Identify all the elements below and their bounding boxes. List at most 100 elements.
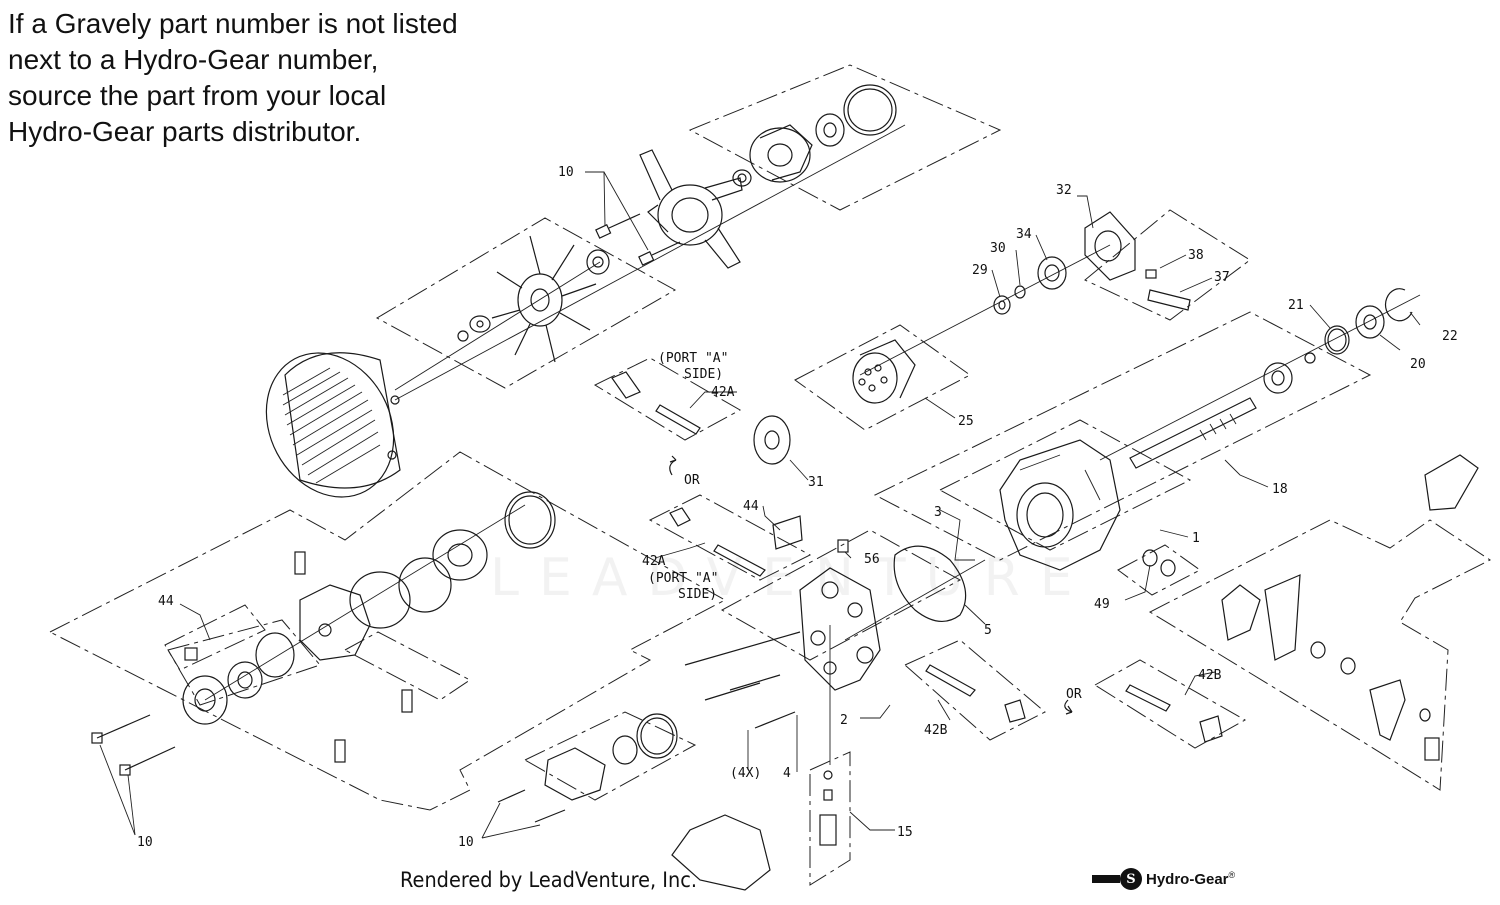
note-line-4: Hydro-Gear parts distributor. bbox=[8, 116, 362, 147]
bearing-34 bbox=[1037, 256, 1067, 290]
logo-name: Hydro-Gear® bbox=[1146, 870, 1235, 888]
seal-29 bbox=[993, 295, 1011, 315]
callout-22: 22 bbox=[1442, 329, 1458, 344]
retaining-ring-22 bbox=[1384, 288, 1413, 322]
sourcing-note: If a Gravely part number is not listed n… bbox=[8, 6, 528, 150]
group-outline-49 bbox=[1117, 544, 1201, 596]
top-small-bearing bbox=[732, 169, 752, 187]
callout-10-left: 10 bbox=[137, 835, 153, 850]
center-section-block bbox=[799, 567, 881, 691]
callout-42a-mid: 42A bbox=[642, 554, 666, 569]
callout-21: 21 bbox=[1288, 298, 1304, 313]
mount-bracket-top bbox=[639, 149, 743, 269]
callout-31: 31 bbox=[808, 475, 824, 490]
logo-seal-icon: S bbox=[1120, 868, 1142, 890]
seal-21 bbox=[1324, 325, 1350, 355]
group-outline-32 bbox=[1084, 209, 1251, 321]
group-outline-15 bbox=[809, 751, 851, 886]
pump-plate-left bbox=[432, 529, 488, 581]
logo-name-text: Hydro-Gear bbox=[1146, 871, 1229, 888]
fittings-left bbox=[184, 551, 413, 763]
mount-bracket-bottom bbox=[671, 814, 771, 891]
group-outline-25 bbox=[794, 324, 971, 431]
callout-30: 30 bbox=[990, 241, 1006, 256]
bottom-cover bbox=[544, 713, 678, 801]
pump-gaskets-left bbox=[349, 491, 556, 629]
callout-42a-top: 42A bbox=[711, 385, 735, 400]
bolt-10-bottom bbox=[497, 789, 566, 823]
axis-line-axle bbox=[1099, 294, 1421, 461]
control-arm-right bbox=[1221, 574, 1440, 761]
or-arrow-right bbox=[1064, 699, 1073, 715]
top-bearing-hub bbox=[749, 124, 813, 183]
callout-20: 20 bbox=[1410, 357, 1426, 372]
callout-29: 29 bbox=[972, 263, 988, 278]
group-outline-42a-top bbox=[593, 357, 742, 441]
callout-5: 5 bbox=[984, 623, 992, 638]
note-line-3: source the part from your local bbox=[8, 80, 387, 111]
bearing-20 bbox=[1355, 305, 1385, 339]
end-cap-32 bbox=[1084, 211, 1136, 281]
callout-10-bottom: 10 bbox=[458, 835, 474, 850]
ring-30 bbox=[1014, 285, 1026, 299]
callout-32: 32 bbox=[1056, 183, 1072, 198]
pump-cover-left bbox=[299, 584, 371, 661]
fan-nut bbox=[457, 330, 469, 342]
callout-3: 3 bbox=[934, 505, 942, 520]
callout-25: 25 bbox=[958, 414, 974, 429]
cylinder-block-25 bbox=[852, 339, 916, 404]
cooling-fan bbox=[491, 235, 597, 363]
callout-56: 56 bbox=[864, 552, 880, 567]
top-gear-plate bbox=[815, 113, 845, 147]
charge-pump-left bbox=[182, 632, 295, 725]
main-housing-1 bbox=[999, 439, 1121, 571]
axis-line-fan bbox=[394, 261, 601, 391]
port-a-mid-line1: (PORT "A" bbox=[648, 571, 718, 586]
callout-38: 38 bbox=[1188, 248, 1204, 263]
callout-44-mid: 44 bbox=[743, 499, 759, 514]
group-outline-fan bbox=[375, 217, 677, 389]
callout-49: 49 bbox=[1094, 597, 1110, 612]
logo-registered-mark: ® bbox=[1228, 870, 1236, 880]
callout-44-left: 44 bbox=[158, 594, 174, 609]
axis-line-block bbox=[844, 559, 986, 641]
group-outline-42a-mid bbox=[648, 494, 812, 581]
group-outline-bottom-cover bbox=[523, 711, 697, 801]
bearing-top bbox=[586, 249, 610, 275]
plug-56 bbox=[837, 539, 849, 553]
gasket-5 bbox=[893, 545, 967, 622]
callout-1: 1 bbox=[1192, 531, 1200, 546]
bolt-10-left-b bbox=[119, 746, 176, 776]
top-oring bbox=[843, 84, 897, 136]
port-a-mid-line2: SIDE) bbox=[678, 587, 717, 602]
callout-4: 4 bbox=[783, 766, 791, 781]
bolt-10-left-a bbox=[91, 714, 151, 744]
port-a-top-line1: (PORT "A" bbox=[658, 351, 728, 366]
callout-42b-mid: 42B bbox=[924, 723, 948, 738]
or-label-right: OR bbox=[1066, 687, 1082, 702]
control-arm-top-right bbox=[1424, 454, 1479, 511]
callout-10-top: 10 bbox=[558, 165, 574, 180]
axis-line-left-pump bbox=[204, 504, 526, 701]
axle-shaft-18 bbox=[1129, 352, 1316, 469]
callout-34: 34 bbox=[1016, 227, 1032, 242]
note-line-2: next to a Hydro-Gear number, bbox=[8, 44, 379, 75]
callout-37: 37 bbox=[1214, 270, 1230, 285]
fan-housing bbox=[265, 352, 401, 498]
bushing-49 bbox=[1142, 549, 1176, 577]
bolts-4 bbox=[684, 631, 801, 729]
group-outline-42b-right bbox=[1094, 659, 1247, 749]
callout-4x: (4X) bbox=[730, 766, 761, 781]
bypass-valve-15 bbox=[819, 770, 837, 846]
rendered-by-credit: Rendered by LeadVenture, Inc. bbox=[400, 868, 697, 892]
group-outline-top-bearing bbox=[688, 64, 1002, 211]
shaft-37 bbox=[1147, 289, 1191, 311]
group-outline-center-block bbox=[720, 529, 962, 661]
callout-42b-right: 42B bbox=[1198, 668, 1222, 683]
key-38 bbox=[1145, 269, 1157, 279]
check-valve-42b-right bbox=[1125, 684, 1223, 743]
decal-44-mid bbox=[772, 515, 803, 550]
or-label-mid: OR bbox=[684, 473, 700, 488]
bolt-10-top-a bbox=[595, 213, 641, 239]
note-line-1: If a Gravely part number is not listed bbox=[8, 8, 458, 39]
